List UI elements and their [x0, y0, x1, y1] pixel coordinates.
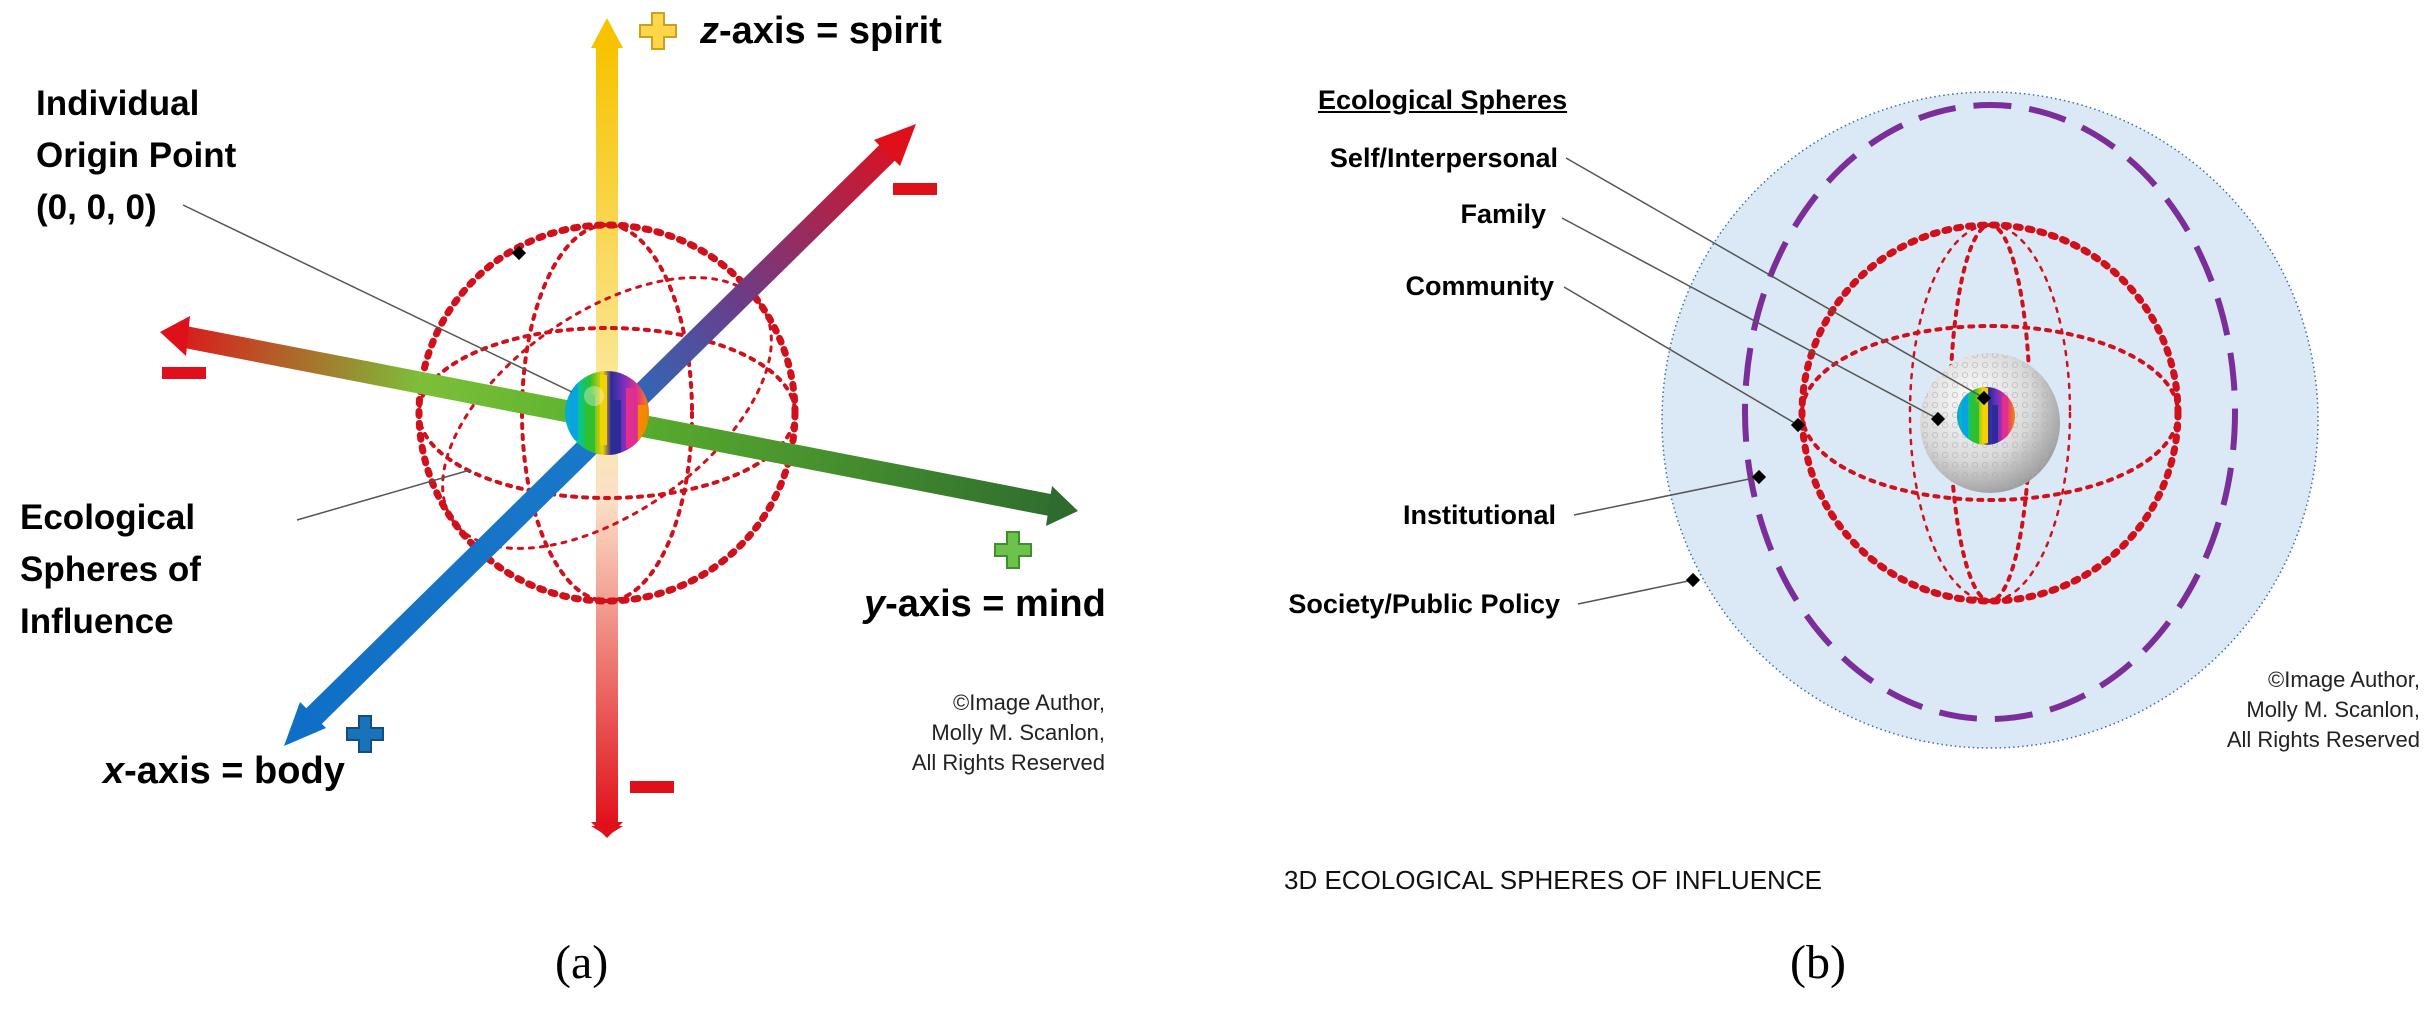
y-axis-label: y-axis = mind [864, 583, 1106, 625]
z-axis-arrowhead-down-icon [591, 822, 623, 838]
panel-b-caption: 3D ECOLOGICAL SPHERES OF INFLUENCE [1284, 865, 1822, 895]
z-axis-label: z-axis = spirit [700, 10, 942, 52]
spheres-of-influence-label: Ecological Spheres of Influence [20, 498, 201, 641]
panel-b-heading: Ecological Spheres [1318, 85, 1568, 115]
x-axis-arrowhead-negative-icon [874, 124, 916, 166]
level-society-public-policy-label: Society/Public Policy [1288, 589, 1560, 619]
z-plus-icon [639, 12, 677, 50]
panel-a-copyright: ©Image Author, Molly M. Scanlon, All Rig… [911, 690, 1105, 775]
self-sphere-ball [1957, 387, 2015, 445]
panel-b-tag: (b) [1790, 936, 1846, 989]
panel-b-leader-lines [1561, 157, 1985, 605]
institutional-sphere [1742, 102, 2238, 722]
panel-b-diagram [1561, 91, 2319, 749]
x-axis-label: x-axis = body [103, 750, 345, 792]
y-axis-arrowhead-positive-icon [1046, 486, 1078, 526]
y-minus-icon [162, 367, 206, 379]
panel-a-tag: (a) [555, 936, 609, 989]
z-minus-icon [630, 781, 674, 793]
sphere-of-influence-wireframe [415, 221, 799, 605]
y-plus-icon [994, 531, 1032, 569]
z-axis-arrowhead-up-icon [591, 18, 623, 48]
x-plus-icon [346, 715, 384, 753]
y-axis-arrowhead-negative-icon [160, 316, 190, 356]
level-community-label: Community [1405, 271, 1555, 301]
origin-point-ball [565, 371, 649, 455]
level-family-label: Family [1460, 199, 1546, 229]
level-institutional-label: Institutional [1403, 500, 1556, 530]
level-self-interpersonal-label: Self/Interpersonal [1329, 143, 1558, 173]
panel-b-copyright: ©Image Author, Molly M. Scanlon, All Rig… [2226, 667, 2420, 752]
origin-point-label: Individual Origin Point (0, 0, 0) [36, 84, 237, 227]
x-minus-icon [893, 183, 937, 195]
spheres-leader-line [296, 469, 471, 521]
panel-b-markers [1685, 390, 1992, 588]
origin-leader-line [182, 204, 573, 393]
x-axis-arrowhead-positive-icon [284, 702, 326, 746]
sphere-marker-icon [511, 245, 527, 261]
panel-a-diagram [160, 12, 1078, 838]
